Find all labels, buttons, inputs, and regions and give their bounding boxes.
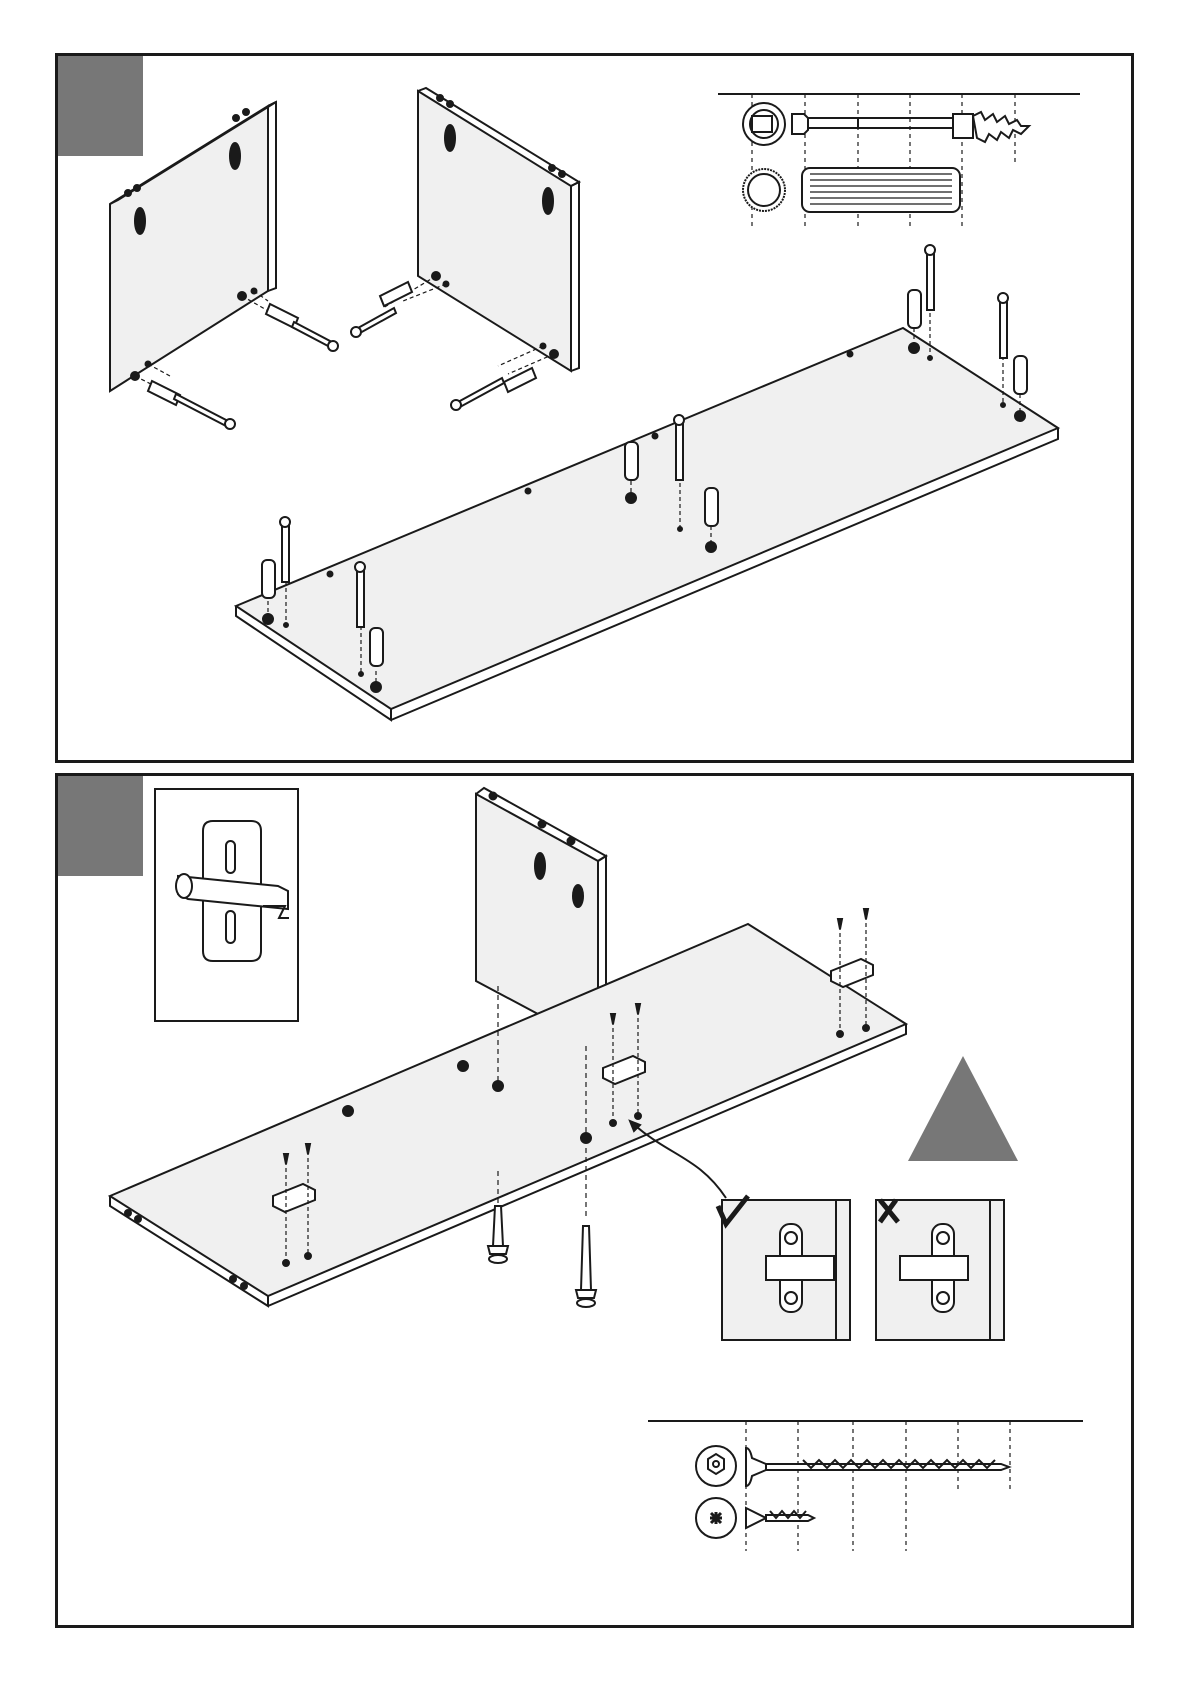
mounting-plate	[176, 821, 289, 961]
left-side-panel	[110, 102, 276, 391]
bottom-shelf	[236, 328, 1058, 720]
right-side-panel	[418, 88, 579, 371]
warning-triangle-icon	[908, 1056, 1018, 1161]
step-1-parts-legend	[718, 94, 1080, 228]
wooden-dowel-icon	[743, 168, 960, 212]
step-2-illustration	[58, 776, 1131, 1625]
pozi-screw-icon	[696, 1498, 814, 1538]
detail-arrow	[630, 1121, 726, 1198]
mounting-plate-detail	[155, 789, 298, 1021]
long-screws	[488, 1206, 596, 1307]
step-1-panel	[55, 53, 1134, 763]
step-2-panel	[55, 773, 1134, 1628]
step-2-parts-legend	[648, 1421, 1083, 1551]
correct-orientation-detail	[718, 1196, 850, 1340]
cam-bolt-icon	[743, 103, 1029, 145]
incorrect-orientation-detail	[876, 1200, 1004, 1340]
step-1-illustration	[58, 56, 1131, 760]
